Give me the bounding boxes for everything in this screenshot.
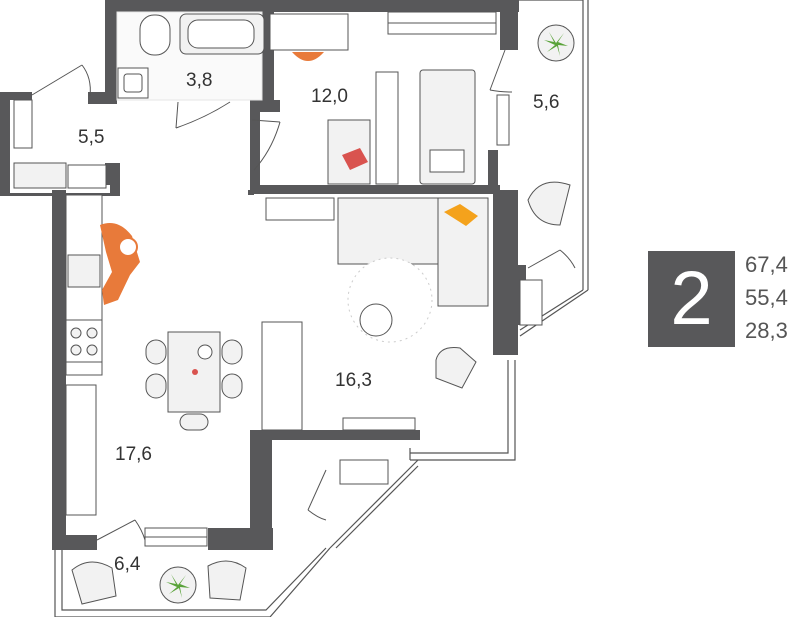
rooms-count-badge: 2 xyxy=(648,251,735,347)
bedroom-area: 12,0 xyxy=(311,86,348,107)
chair-icon xyxy=(145,339,243,431)
plant-icon xyxy=(544,32,568,56)
total-area-stat: 67,4 xyxy=(745,252,788,277)
armchair-icon xyxy=(71,561,117,605)
stove-icon xyxy=(65,319,103,363)
sink-icon xyxy=(67,254,101,288)
wardrobe-icon xyxy=(375,71,399,185)
rooms-area-stat: 28,3 xyxy=(745,318,788,343)
plant-icon xyxy=(166,574,190,598)
toilet-icon xyxy=(139,14,171,56)
hallway-area: 5,5 xyxy=(78,127,104,148)
person-icon xyxy=(100,223,140,305)
bathroom-area: 3,8 xyxy=(186,70,212,91)
living-room-area: 16,3 xyxy=(335,370,372,391)
armchair-icon xyxy=(527,181,571,226)
pillow-icon xyxy=(429,149,465,173)
kitchen-area: 17,6 xyxy=(115,444,152,465)
desk-icon xyxy=(269,13,349,51)
living-area-stat: 55,4 xyxy=(745,285,788,310)
round-rug-icon xyxy=(347,257,433,343)
balcony-right-area: 5,6 xyxy=(533,92,559,113)
balcony-bottom-area: 6,4 xyxy=(114,554,141,575)
